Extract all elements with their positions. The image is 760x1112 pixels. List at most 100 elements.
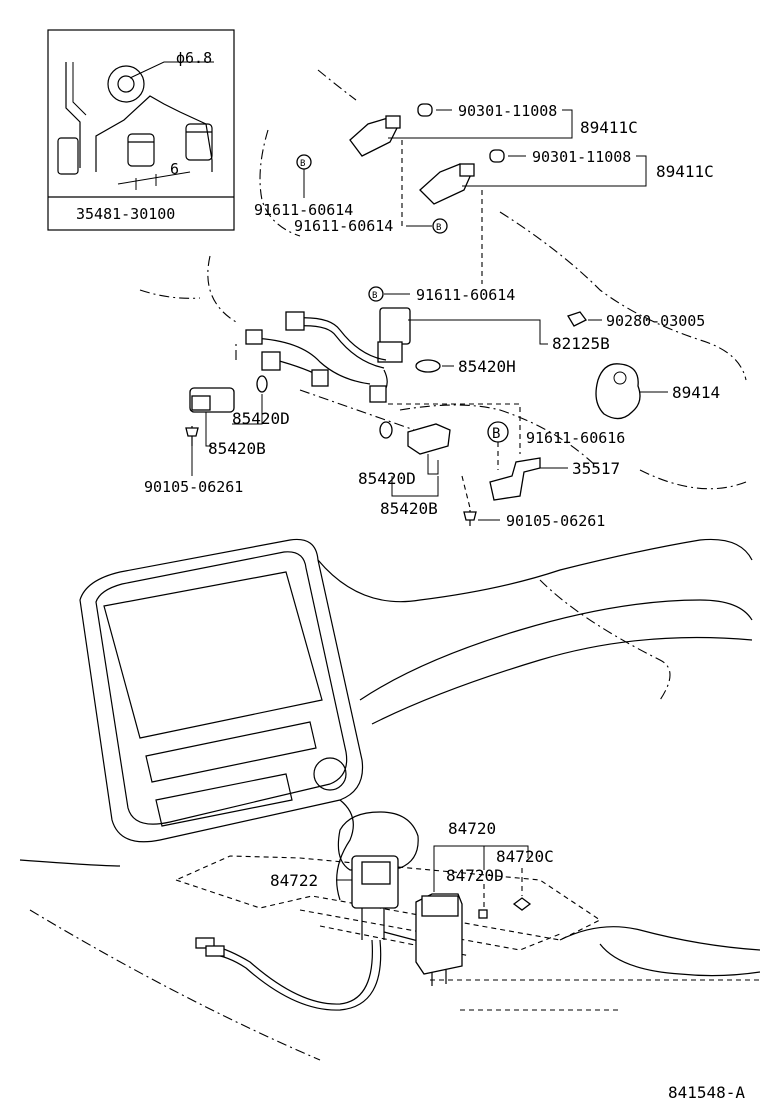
- switch-small-face: [361, 861, 391, 885]
- label-bolt-b-1: 91611-60614: [254, 201, 353, 219]
- harness-connector-b: [245, 329, 263, 345]
- dash-knob: [313, 757, 347, 791]
- wire-3: [251, 337, 371, 385]
- sensor-2-group: B 90301-11008 89411C 91611-60614: [294, 148, 714, 284]
- label-screw-right: 90105-06261: [506, 512, 605, 530]
- dashboard-contours: [19, 538, 753, 1061]
- label-sensor-2: 89411C: [656, 162, 714, 181]
- cover-hole: [613, 371, 627, 385]
- sensor-1-connector: [385, 115, 401, 129]
- switch-group: 84722 84720 84720C 84720D: [195, 819, 554, 1011]
- inset-bracket-foot: [57, 137, 79, 175]
- inset-part-number: 35481-30100: [76, 205, 175, 223]
- dash-panel-inner: [95, 551, 348, 825]
- harness-connector-d: [311, 369, 329, 387]
- relay-right-body: [407, 423, 451, 455]
- relay-left-terminal: [191, 395, 211, 411]
- screw-right-axis: [461, 475, 471, 509]
- console-panel-line-2: [299, 909, 561, 951]
- screw-left-head: [185, 427, 199, 437]
- console-area: [174, 811, 760, 1011]
- leader-harness: [408, 319, 548, 345]
- sensor-1-group: B 90301-11008 89411C 91611-60614: [254, 102, 638, 226]
- harness-grommet: [415, 359, 441, 373]
- contour-i: [399, 404, 601, 471]
- relay-right-cushion: [379, 421, 393, 439]
- harness-main-connector: [379, 307, 411, 345]
- leader-relay-left-cushion: [232, 394, 263, 425]
- harness-connector-e: [369, 385, 387, 403]
- diagram-code: 841548-A: [668, 1083, 745, 1102]
- switch-plug-2: [205, 945, 225, 957]
- inset-detail: ϕ6.8 6 35481-30100: [47, 29, 235, 231]
- bolt-b-2-icon: [432, 218, 448, 234]
- dash-lower-edge: [359, 599, 753, 701]
- wire-harness-group: B 91611-60614 82125B 85420H: [245, 286, 610, 403]
- dash-dashed-a: [539, 579, 671, 701]
- wire-2: [295, 325, 385, 369]
- console-armrest-top: [559, 926, 760, 951]
- dash-top-edge: [317, 538, 753, 603]
- label-switch-knob-c: 84720C: [496, 847, 554, 866]
- contour-a: [317, 69, 357, 101]
- clip-2: [489, 149, 505, 163]
- label-switch-knob-d: 84720D: [446, 866, 504, 885]
- label-relay-left: 85420B: [208, 439, 266, 458]
- inset-bracket-edge: [65, 62, 81, 168]
- clip-1: [417, 103, 433, 117]
- floor-edge-left: [19, 859, 121, 867]
- dash-lower-edge-2: [371, 636, 753, 725]
- contour-h: [639, 469, 747, 490]
- screw-right-head: [463, 511, 477, 521]
- inset-gap-dimension: 6: [170, 160, 179, 178]
- inset-dim-line: [117, 171, 191, 185]
- contour-b: [259, 129, 301, 237]
- switch-plug-1: [195, 937, 215, 949]
- vent-slot-2: [155, 773, 293, 827]
- inset-hole-dimension: ϕ6.8: [176, 49, 212, 67]
- harness-connector-a: [285, 311, 305, 331]
- cover-part: [595, 363, 641, 420]
- contour-d: [207, 255, 237, 323]
- label-bolt-b-2: 91611-60614: [294, 217, 393, 235]
- label-relay-right-cushion: 85420D: [358, 469, 416, 488]
- wire-1: [295, 317, 387, 361]
- leader-relay-left: [205, 412, 212, 447]
- inset-tab-1: [127, 133, 155, 167]
- label-clip-top-1: 90301-11008: [458, 102, 557, 120]
- label-wire-harness: 82125B: [552, 334, 610, 353]
- inset-frame: [47, 29, 235, 231]
- switch-wire-2: [209, 939, 382, 1011]
- switch-knob-d-part: [478, 909, 488, 919]
- inset-hole-inner: [117, 75, 135, 93]
- console-left-edge: [336, 799, 354, 901]
- switch-knob-c-part: [512, 897, 532, 911]
- inset-hole-leader: [129, 61, 214, 79]
- label-cover: 89414: [672, 383, 720, 402]
- sensor-2-connector: [459, 163, 475, 177]
- label-bolt-b-4: 91611-60616: [526, 429, 625, 447]
- switch-wire-1: [213, 939, 373, 1005]
- relay-left-cushion: [256, 375, 268, 393]
- inset-tab-2: [185, 123, 213, 161]
- label-bracket: 35517: [572, 459, 620, 478]
- label-clip-top-2: 90301-11008: [532, 148, 631, 166]
- bolt-b-3-letter: B: [372, 291, 377, 301]
- clamp-cover-group: 90280-03005 89414: [567, 311, 720, 420]
- label-relay-left-cushion: 85420D: [232, 409, 290, 428]
- label-relay-right: 85420B: [380, 499, 438, 518]
- leader-relay-right: [391, 476, 439, 497]
- inset-hole-outer: [107, 65, 145, 103]
- bolt-b-3-icon: [368, 286, 384, 302]
- label-screw-left: 90105-06261: [144, 478, 243, 496]
- switch-main-face: [421, 895, 459, 917]
- inset-plate: [95, 95, 213, 172]
- vent-slot-1: [145, 721, 317, 783]
- relay-right-group: 85420D 85420B B 91611-60616 35517 90105-…: [358, 403, 625, 530]
- harness-connector-c: [261, 351, 281, 371]
- display-screen: [103, 571, 323, 739]
- shift-knob: [337, 811, 419, 871]
- contour-g: [299, 389, 421, 433]
- body-contours-upper: [139, 69, 747, 490]
- floor-dashed-left: [29, 909, 321, 1061]
